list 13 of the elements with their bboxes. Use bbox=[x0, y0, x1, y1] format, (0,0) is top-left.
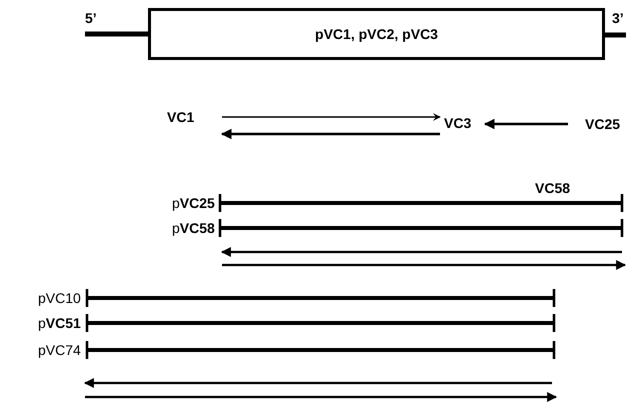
strand-end-label: 5’ bbox=[85, 10, 97, 26]
box-label: pVC1, pVC2, pVC3 bbox=[315, 26, 438, 42]
clone-label: pVC58 bbox=[172, 220, 215, 236]
strand-end-label: 3’ bbox=[612, 10, 624, 26]
primer-label: VC58 bbox=[535, 180, 570, 196]
primer-label: VC25 bbox=[585, 116, 620, 132]
clone-label: pVC10 bbox=[38, 290, 81, 306]
primer-label: VC3 bbox=[444, 115, 472, 131]
clone-label: pVC74 bbox=[38, 342, 81, 358]
clone-label: pVC25 bbox=[172, 195, 215, 211]
clone-label: pVC51 bbox=[38, 315, 81, 331]
gene-box bbox=[148, 8, 605, 60]
primer-label: VC1 bbox=[167, 109, 194, 125]
